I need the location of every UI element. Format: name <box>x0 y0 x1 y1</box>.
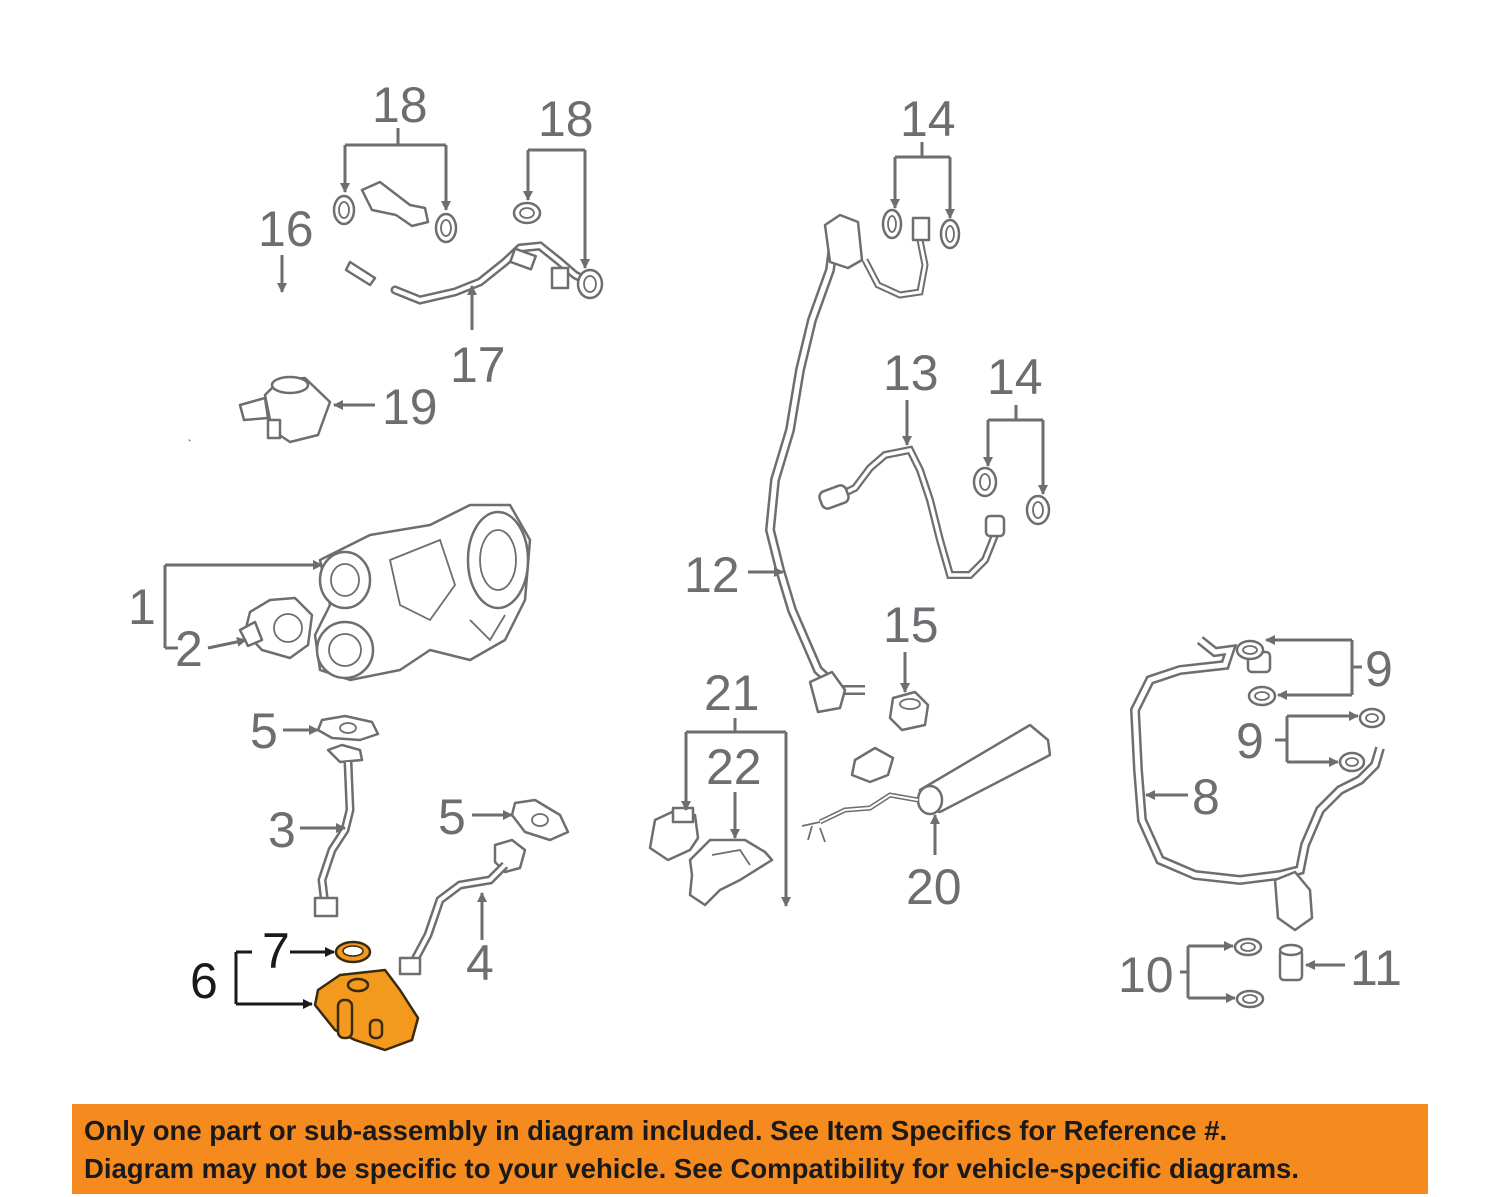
seal-9a-bottom <box>1247 685 1277 707</box>
callout-16: 16 <box>258 201 314 257</box>
seal-18a-left <box>332 194 356 226</box>
seal-18b-left <box>512 201 542 225</box>
disclaimer-line-1: Only one part or sub-assembly in diagram… <box>84 1115 1228 1146</box>
callout-5-lower: 5 <box>438 789 466 845</box>
part-21-valve <box>648 806 700 862</box>
callout-10: 10 <box>1118 947 1174 1003</box>
part-17-coolant-line <box>390 241 590 305</box>
part-6-housing <box>313 968 420 1052</box>
seal-9a-top <box>1235 639 1265 661</box>
part-22-valve <box>688 838 774 907</box>
callout-14-top: 14 <box>900 91 956 147</box>
callout-17: 17 <box>450 337 506 393</box>
part-8-oil-line <box>1129 636 1385 932</box>
part-5-gasket-lower <box>510 798 570 842</box>
part-2-actuator <box>238 596 314 660</box>
callout-20: 20 <box>906 859 962 915</box>
seal-14a-right <box>939 218 961 250</box>
callout-21: 21 <box>704 665 760 721</box>
callout-4: 4 <box>466 935 494 991</box>
parts-diagram: 18 18 16 17 19 14 13 14 12 15 1 2 5 5 3 … <box>128 77 1402 1052</box>
part-15-connector <box>888 690 930 732</box>
callout-5-upper: 5 <box>250 703 278 759</box>
part-1-turbocharger <box>313 503 532 682</box>
part-11-sleeve <box>1278 943 1304 982</box>
callout-9-upper: 9 <box>1365 641 1393 697</box>
seal-18a-right <box>434 212 458 244</box>
callout-11: 11 <box>1350 940 1402 996</box>
part-3-oil-pipe <box>313 743 364 918</box>
callout-6: 6 <box>190 953 218 1009</box>
callout-15: 15 <box>883 597 939 653</box>
part-16-coolant-pipe <box>188 180 430 442</box>
seal-18b-right <box>576 268 604 300</box>
disclaimer-line-2: Diagram may not be specific to your vehi… <box>84 1153 1299 1184</box>
part-10-seal-bottom <box>1235 989 1265 1009</box>
callout-13: 13 <box>883 345 939 401</box>
part-12-pipe <box>764 213 865 714</box>
callout-1: 1 <box>128 579 156 635</box>
callout-19: 19 <box>382 379 438 435</box>
callout-14-mid: 14 <box>987 349 1043 405</box>
part-5-gasket-upper <box>316 714 380 742</box>
disclaimer-banner: Only one part or sub-assembly in diagram… <box>72 1104 1428 1194</box>
callout-2: 2 <box>175 621 203 677</box>
seal-9b-bottom <box>1338 751 1366 773</box>
callout-7: 7 <box>262 923 290 979</box>
seal-14a-left <box>881 208 903 240</box>
seal-14b-left <box>972 466 998 498</box>
callout-12: 12 <box>684 547 740 603</box>
callout-18-left: 18 <box>372 77 428 133</box>
callout-18-right: 18 <box>538 91 594 147</box>
part-4-oil-pipe <box>398 838 527 976</box>
part-10-seal-top <box>1233 937 1263 957</box>
part-14-line-top <box>861 216 931 299</box>
part-19-valve <box>238 375 332 444</box>
seal-14b-right <box>1025 494 1051 526</box>
part-20-sensor <box>801 723 1052 843</box>
callout-8: 8 <box>1192 769 1220 825</box>
callout-22: 22 <box>706 739 762 795</box>
seal-9b-top <box>1358 707 1386 729</box>
part-13-line <box>818 445 1006 579</box>
callout-3: 3 <box>268 802 296 858</box>
callout-9-lower: 9 <box>1236 713 1264 769</box>
